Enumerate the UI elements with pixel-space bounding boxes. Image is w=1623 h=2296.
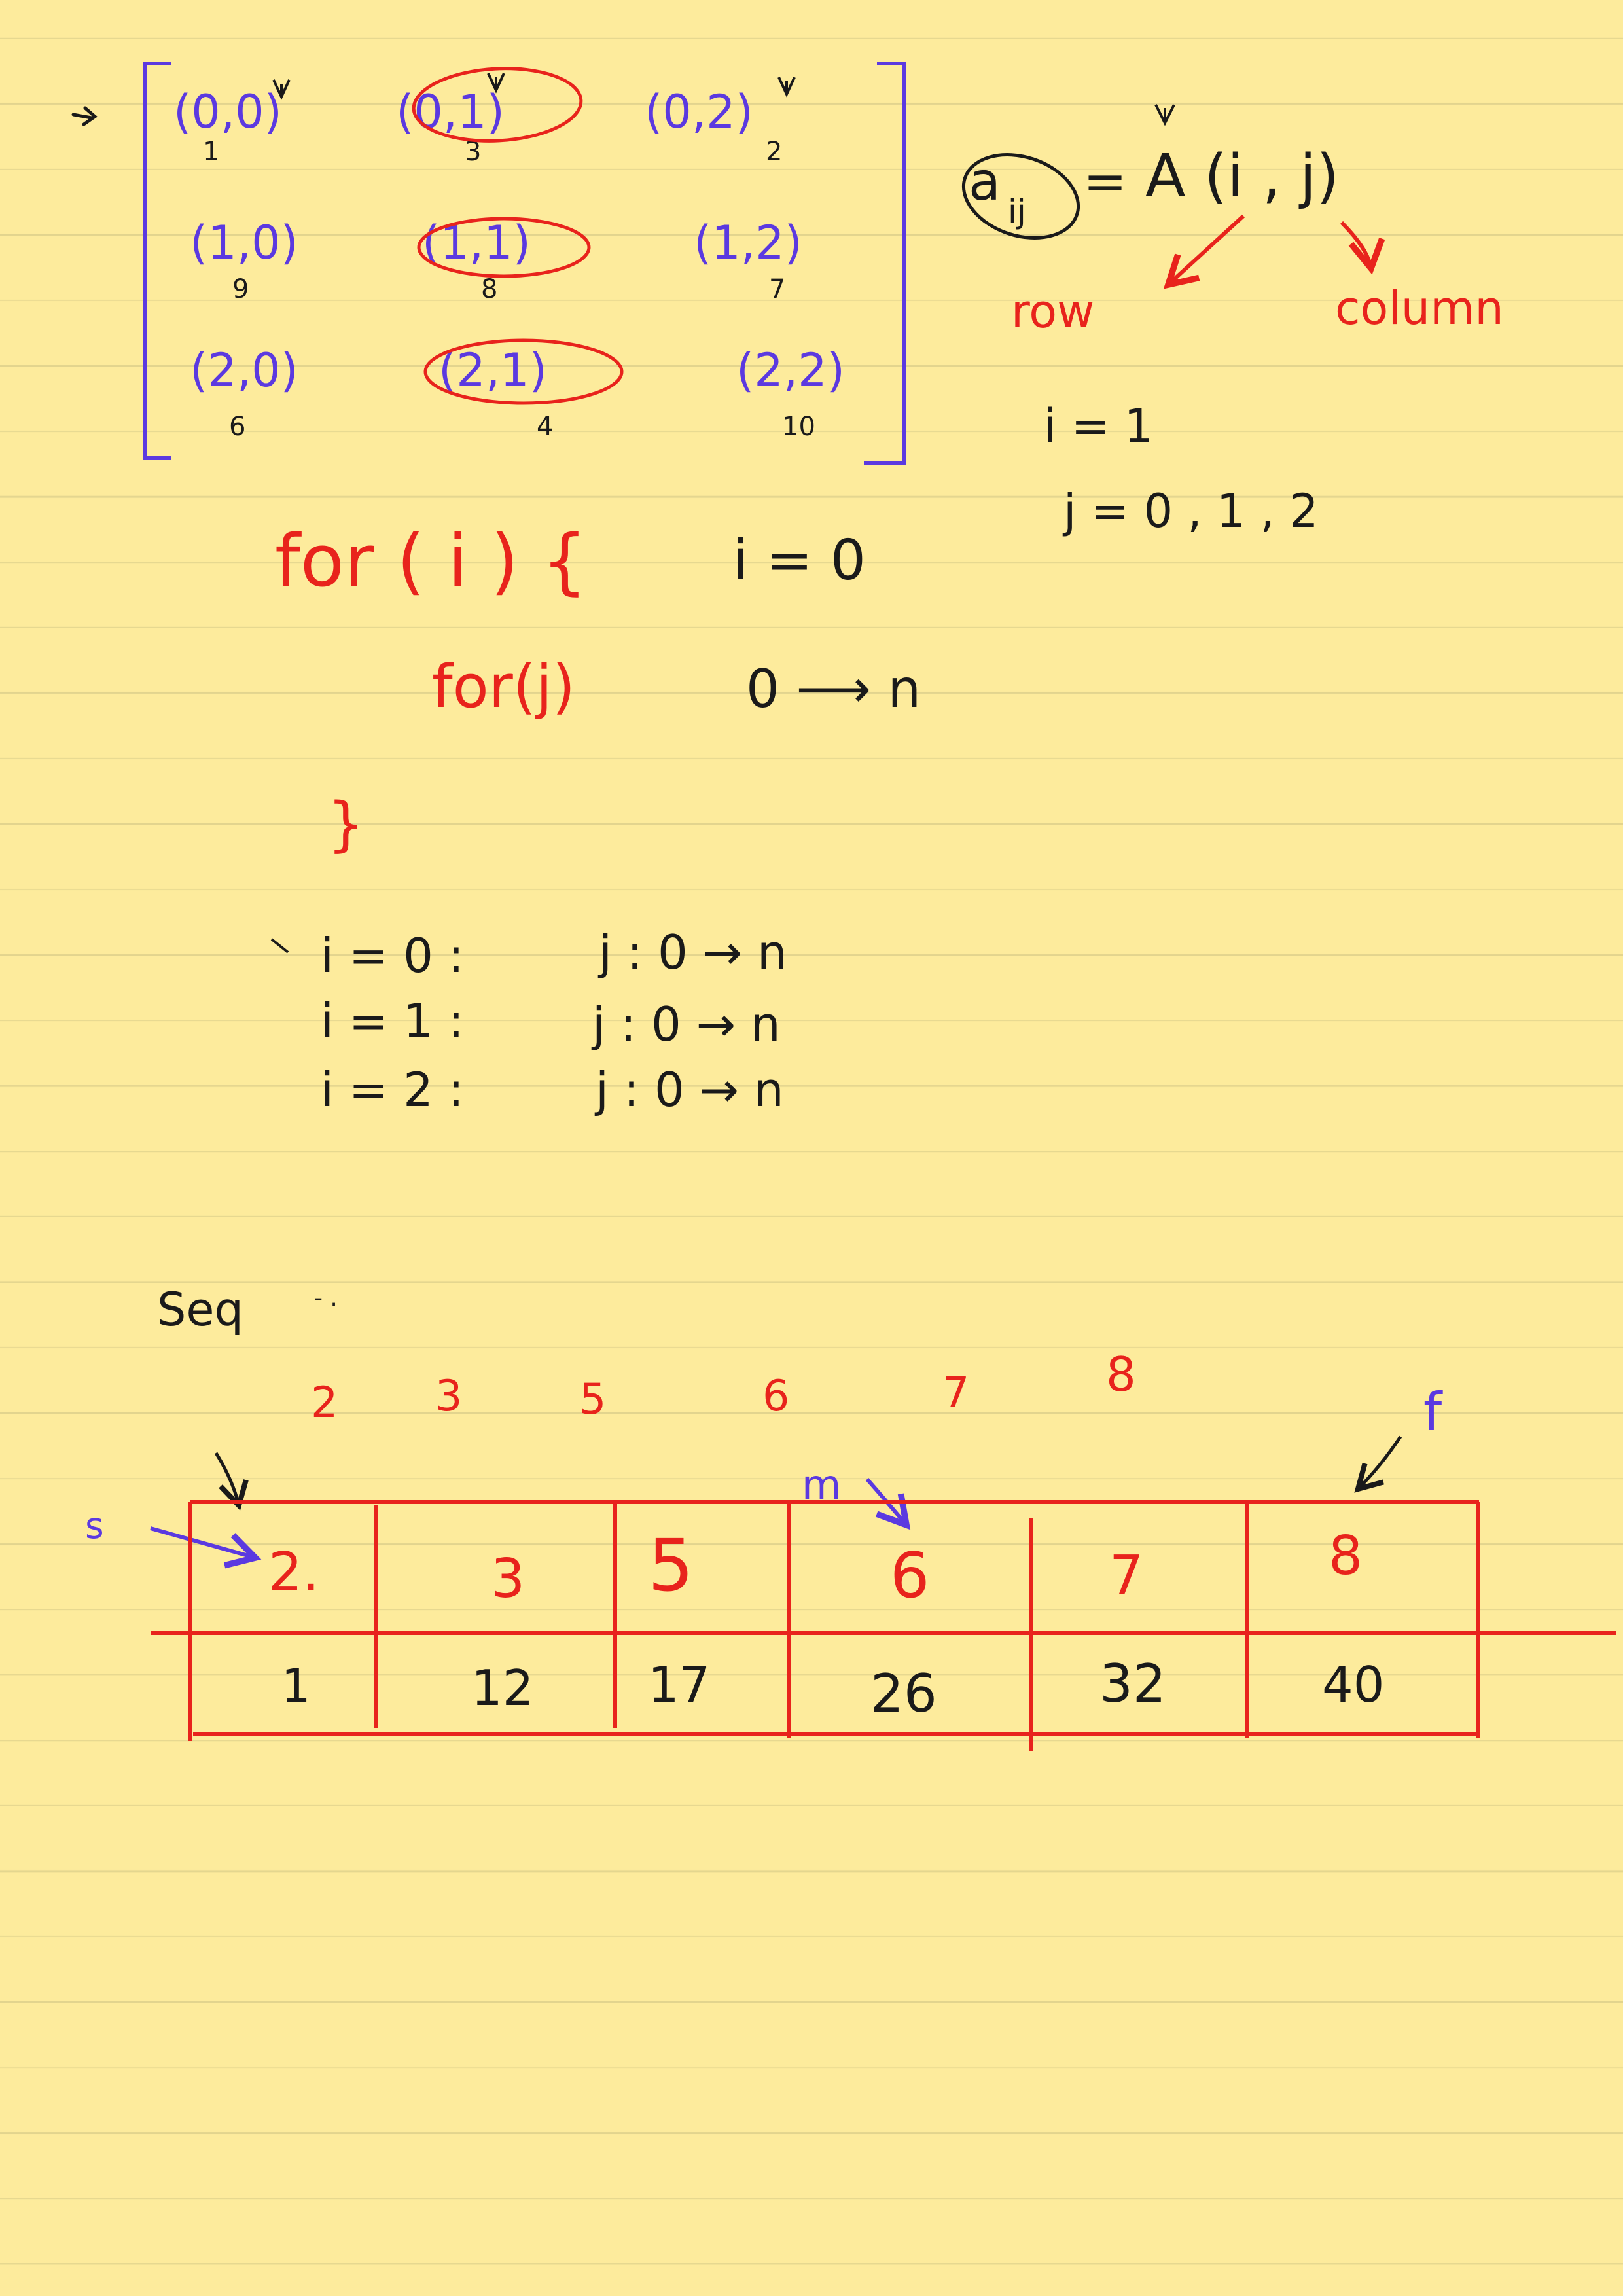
matrix-value-0-0: 1 — [203, 137, 219, 167]
element-circle — [961, 153, 1080, 240]
matrix-value-2-1: 4 — [537, 412, 553, 442]
table-value-2: 17 — [648, 1656, 710, 1713]
matrix-cell-1-0: (1,0) — [190, 216, 298, 270]
column-label: column — [1335, 281, 1504, 335]
trace-line-0-lhs: i = 0 : — [321, 928, 464, 983]
matrix-cell-0-0: (0,0) — [173, 85, 282, 139]
down-arrow-icon — [1154, 104, 1175, 126]
j-values-line: j = 0 , 1 , 2 — [1062, 484, 1319, 538]
matrix-cell-2-1: (2,1) — [438, 344, 547, 397]
matrix-cell-1-2: (1,2) — [694, 216, 802, 270]
definition: a ij = A (i , j) row column i = 1 j = 0 … — [961, 104, 1504, 538]
outer-loop-init: i = 0 — [733, 528, 866, 593]
matrix-cell-2-0: (2,0) — [190, 344, 298, 397]
key-above-0: 2 — [311, 1378, 338, 1427]
matrix-cell-2-2: (2,2) — [736, 344, 845, 397]
table-key-3: 6 — [890, 1540, 929, 1612]
equals-sign: = — [1083, 151, 1127, 212]
matrix-cell-0-1: (0,1) — [396, 85, 505, 139]
element-symbol: a — [969, 151, 1001, 212]
pointer-arrow-icon — [71, 106, 98, 126]
trace-line-1-lhs: i = 1 : — [321, 994, 464, 1049]
highlight-circle-0-1 — [412, 67, 583, 143]
row-label: row — [1011, 285, 1094, 338]
table-key-4: 7 — [1109, 1545, 1143, 1607]
down-arrow-icon — [487, 73, 505, 94]
trace-line-0-rhs: j : 0 → n — [597, 925, 787, 980]
table-value-4: 32 — [1099, 1653, 1166, 1714]
table-key-0: 2. — [268, 1541, 319, 1604]
down-arrow-icon — [214, 1452, 249, 1511]
table-value-5: 40 — [1322, 1656, 1384, 1713]
highlight-circle-1-1 — [417, 217, 591, 278]
key-above-2: 5 — [579, 1375, 606, 1424]
matrix-right-bracket — [864, 62, 906, 465]
table-value-0: 1 — [281, 1659, 311, 1713]
key-above-4: 7 — [942, 1369, 969, 1418]
i-value-line: i = 1 — [1044, 399, 1153, 453]
down-arrow-icon — [272, 79, 291, 100]
end-pointer-label: f — [1423, 1382, 1443, 1443]
dots: - . — [314, 1285, 338, 1312]
inner-loop-range: 0 ⟶ n — [746, 658, 921, 719]
column-arrow-icon — [1340, 221, 1385, 275]
search-section: Seq - . 2 3 5 6 7 8 s m f 2. — [85, 1283, 1616, 1751]
table-key-5: 8 — [1329, 1525, 1363, 1587]
matrix-value-0-2: 2 — [766, 137, 782, 167]
sequence-label: Seq — [157, 1283, 243, 1336]
element-subscript: ij — [1008, 192, 1026, 230]
matrix-value-2-0: 6 — [229, 412, 245, 442]
trace-line-2-lhs: i = 2 : — [321, 1062, 464, 1117]
key-above-3: 6 — [762, 1372, 789, 1421]
loop-close-brace: } — [327, 790, 365, 859]
matrix-cell-1-1: (1,1) — [422, 216, 531, 270]
matrix-value-1-1: 8 — [481, 274, 497, 304]
matrix-cell-0-2: (0,2) — [645, 85, 753, 139]
search-table: 2. 3 5 6 7 8 1 12 17 26 32 40 — [151, 1500, 1616, 1751]
down-arrow-icon — [777, 77, 796, 98]
tick-mark — [270, 938, 289, 954]
key-above-1: 3 — [435, 1372, 462, 1421]
start-pointer-label: s — [85, 1505, 104, 1547]
trace-line-1-rhs: j : 0 → n — [591, 997, 781, 1052]
table-key-1: 3 — [491, 1548, 525, 1610]
table-value-1: 12 — [471, 1659, 533, 1717]
loops: for ( i ) { i = 0 for(j) 0 ⟶ n } i = 0 :… — [270, 519, 921, 1117]
trace-line-2-rhs: j : 0 → n — [594, 1062, 784, 1117]
matrix-value-1-0: 9 — [232, 274, 249, 304]
matrix: (0,0) 1 (0,1) 3 (0,2) 2 (1,0) 9 (1,1) 8 … — [71, 62, 906, 465]
start-pointer-arrow-icon — [150, 1526, 262, 1569]
matrix-value-2-2: 10 — [782, 412, 815, 442]
matrix-access-expression: A (i , j) — [1145, 142, 1339, 211]
inner-loop-header: for(j) — [432, 653, 575, 721]
outer-loop-header: for ( i ) { — [275, 519, 588, 603]
key-above-5: 8 — [1106, 1347, 1136, 1402]
table-key-2: 5 — [648, 1524, 694, 1607]
highlight-circle-2-1 — [423, 338, 624, 405]
row-arrow-icon — [1163, 214, 1245, 289]
down-arrow-icon — [1354, 1435, 1402, 1493]
matrix-left-bracket — [143, 62, 171, 460]
table-value-3: 26 — [870, 1663, 937, 1724]
matrix-value-1-2: 7 — [769, 274, 785, 304]
